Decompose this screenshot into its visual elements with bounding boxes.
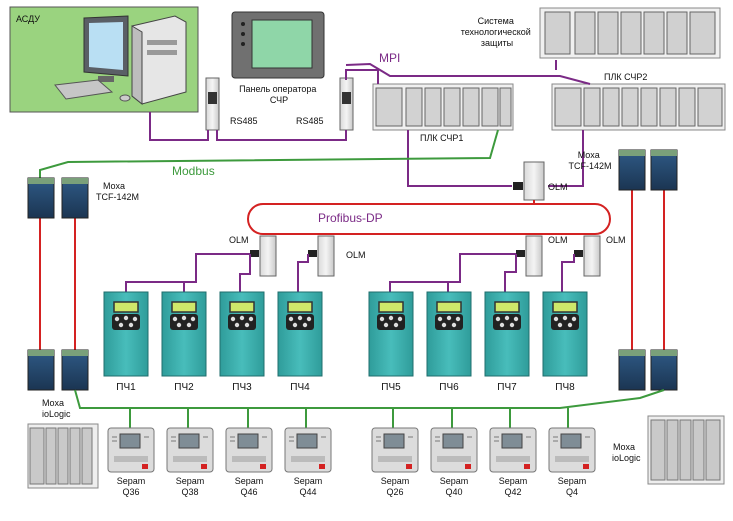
plc-2: ПЛК СЧР2 <box>551 72 726 131</box>
plc2-olm-link <box>548 130 584 187</box>
drive-2: ПЧ2 <box>161 291 207 393</box>
moxa-iologic-left-label: Moxa ioLogic <box>42 398 71 419</box>
drive-label: ПЧ1 <box>116 382 136 393</box>
operator-panel-label: Панель оператора СЧР <box>239 84 319 105</box>
drive-7: ПЧ7 <box>484 291 530 393</box>
drive-label: ПЧ5 <box>381 382 401 393</box>
drives-group: ПЧ1 ПЧ2 ПЧ3 ПЧ4 ПЧ5 ПЧ6 ПЧ7 ПЧ8 <box>103 291 588 393</box>
moxa-tcf-left-label: Moxa TCF-142M <box>96 181 139 202</box>
profibus-label: Profibus-DP <box>318 211 383 225</box>
fiber-links <box>39 190 665 350</box>
rs485-converter-left: RS485 <box>205 77 258 131</box>
drive-label: ПЧ3 <box>232 382 252 393</box>
drive-label: ПЧ4 <box>290 382 310 393</box>
drive-label: ПЧ6 <box>439 382 459 393</box>
moxa-converters-bottom-right <box>618 349 678 391</box>
monitor-icon <box>83 15 129 82</box>
moxa-tcf-left: Moxa TCF-142M <box>27 177 139 219</box>
olm-2: OLM <box>308 235 366 277</box>
moxa-iologic-left: Moxa ioLogic <box>27 398 99 489</box>
drive-profibus-links <box>125 253 575 292</box>
olm-central: OLM <box>513 161 568 201</box>
olm-4: OLM <box>574 235 626 277</box>
asdu-block: АСДУ <box>9 6 199 113</box>
drive-1: ПЧ1 <box>103 291 149 393</box>
drive-4: ПЧ4 <box>277 291 323 393</box>
protection-system: Система технологической защиты <box>461 7 721 59</box>
plc1-olm-link <box>407 130 512 187</box>
asdu-label: АСДУ <box>16 14 40 24</box>
modbus-bus: Modbus <box>39 129 499 178</box>
moxa-iologic-right-label: Moxa ioLogic <box>612 442 641 463</box>
drive-label: ПЧ8 <box>555 382 575 393</box>
rs485-left-label: RS485 <box>230 116 258 126</box>
moxa-converters-bottom-left <box>27 349 89 391</box>
plc-1-label: ПЛК СЧР1 <box>420 133 463 143</box>
drive-6: ПЧ6 <box>426 291 472 393</box>
drive-label: ПЧ7 <box>497 382 517 393</box>
olm-1: OLM <box>229 235 277 277</box>
rs485-right-label: RS485 <box>296 116 324 126</box>
mpi-label: MPI <box>379 51 400 65</box>
olm-2-label: OLM <box>346 250 366 260</box>
computer-tower-icon <box>131 15 187 106</box>
olm-1-label: OLM <box>229 235 249 245</box>
moxa-tcf-right-label: Moxa TCF-142M <box>568 150 611 171</box>
mouse-icon <box>119 94 131 102</box>
modbus-label: Modbus <box>172 164 215 178</box>
olm-central-label: OLM <box>548 182 568 192</box>
operator-panel: Панель оператора СЧР <box>231 11 325 105</box>
profibus-ring: Profibus-DP <box>247 200 611 235</box>
sepam-modbus-links <box>74 389 665 428</box>
olm-3: OLM <box>516 235 568 277</box>
plc-1: ПЛК СЧР1 <box>372 83 514 143</box>
drive-5: ПЧ5 <box>368 291 414 393</box>
keyboard-icon <box>54 79 114 100</box>
protection-system-label: Система технологической защиты <box>461 16 534 48</box>
plc-2-label: ПЛК СЧР2 <box>604 72 647 82</box>
olm-3-label: OLM <box>548 235 568 245</box>
olm-4-label: OLM <box>606 235 626 245</box>
moxa-iologic-right: Moxa ioLogic <box>612 415 725 485</box>
drive-8: ПЧ8 <box>542 291 588 393</box>
moxa-tcf-right: Moxa TCF-142M <box>568 149 678 191</box>
mpi-bus: MPI <box>149 51 591 141</box>
drive-3: ПЧ3 <box>219 291 265 393</box>
drive-label: ПЧ2 <box>174 382 194 393</box>
